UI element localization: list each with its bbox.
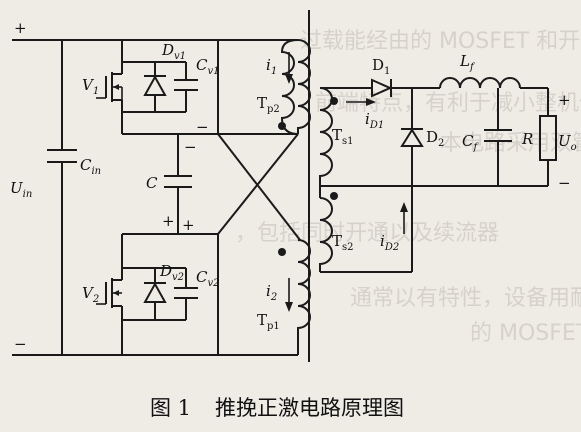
dv2-label: Dv2: [159, 262, 184, 283]
tp2-winding: [280, 39, 299, 135]
v1-label: V1: [82, 76, 99, 97]
cv2-plus-sign: +: [182, 216, 195, 234]
tp1-label: Tp1: [257, 311, 280, 332]
c-plus-sign: +: [162, 212, 175, 230]
bg-line-1: 过载能经由的 MOSFET 和开关器件: [300, 29, 581, 54]
tp2-label: Tp2: [257, 94, 280, 115]
bg-line-3: 本电路采用双管交替工作的方式: [440, 131, 581, 156]
tp2-dot: [278, 122, 286, 130]
id2-label: iD2: [380, 232, 399, 253]
ts2-dot: [330, 192, 338, 200]
ts2-coil: [319, 197, 333, 272]
transformer-icon: i1 i2 Tp2 Tp1 Ts1 Ts2: [257, 10, 354, 362]
i1-current-arrow-icon: [285, 52, 293, 84]
cv2-label: Cv2: [196, 268, 220, 289]
cv1-label: Cv1: [196, 56, 220, 77]
ts1-dot: [330, 97, 338, 105]
cv1-minus-sign: −: [196, 118, 209, 136]
dv1-label: Dv1: [161, 41, 186, 62]
ts2-label: Ts2: [332, 232, 354, 253]
lf-inductor-icon: [439, 77, 548, 89]
ts1-coil: [319, 87, 333, 186]
i2-current-arrow-icon: [285, 278, 293, 312]
cf-label: Cf: [462, 132, 479, 153]
ts1-label: Ts1: [332, 126, 354, 147]
cross-wire-b: [217, 133, 299, 235]
id1-current-arrow-icon: [346, 98, 376, 106]
primary-circuit: + − Uin Cin: [10, 19, 301, 356]
uin-minus-sign: −: [14, 335, 27, 353]
lower-switch-cell: V2 Dv2 Cv2 +: [82, 216, 220, 355]
uin-plus-sign: +: [14, 19, 27, 37]
d2-diode-icon: [400, 88, 424, 186]
secondary-circuit: D1 iD1 D2 iD2 Lf: [319, 52, 577, 273]
background-bleed-text: 过载能经由的 MOSFET 和开关器件 前端特点，有利于减小整机体积 本电路采用…: [235, 29, 581, 346]
upper-switch-cell: V1 Dv1 Cv1 −: [82, 40, 220, 136]
v2-label: V2: [82, 284, 99, 305]
d2-label: D2: [426, 128, 444, 149]
cv2-capacitor-icon: [174, 268, 198, 320]
cf-capacitor-icon: [484, 88, 512, 186]
cv1-capacitor-icon: [174, 62, 198, 112]
dv1-diode-icon: [143, 62, 167, 112]
r-label: R: [521, 130, 533, 148]
bg-line-2: 前端特点，有利于减小整机体积: [315, 91, 581, 116]
uo-label: Uo: [558, 132, 577, 153]
figure-number: 图 1: [150, 396, 191, 420]
uin-label: Uin: [10, 179, 32, 200]
lf-label: Lf: [459, 52, 476, 73]
bg-line-4: ，包括同时开通以及续流器: [235, 221, 499, 246]
c-label: C: [146, 174, 158, 192]
d1-diode-icon: [371, 78, 440, 98]
id2-current-arrow-icon: [400, 202, 408, 234]
v1-mosfet-icon: [96, 62, 123, 112]
r-resistor-icon: [498, 88, 557, 187]
bg-line-6: 的 MOSFET 管子: [470, 321, 581, 346]
uo-minus-sign: −: [558, 174, 571, 192]
cin-label: Cin: [80, 156, 101, 177]
tp1-dot: [278, 248, 286, 256]
dv2-diode-icon: [143, 268, 167, 320]
cin-capacitor: Cin: [47, 40, 101, 355]
uo-plus-sign: +: [558, 91, 571, 109]
cross-wire-a: [217, 133, 301, 241]
i2-label: i2: [266, 282, 277, 303]
v2-mosfet-icon: [96, 268, 123, 320]
figure-caption: 图 1 推挽正激电路原理图: [150, 396, 404, 420]
d1-label: D1: [372, 56, 390, 77]
c-minus-sign: −: [184, 138, 197, 156]
c-capacitor-icon: [164, 134, 192, 234]
i1-label: i1: [266, 56, 277, 77]
id1-label: iD1: [365, 110, 384, 131]
figure-title: 推挽正激电路原理图: [215, 396, 404, 420]
bg-line-5: 通常以有特性，设备用耐压等级: [350, 286, 581, 311]
